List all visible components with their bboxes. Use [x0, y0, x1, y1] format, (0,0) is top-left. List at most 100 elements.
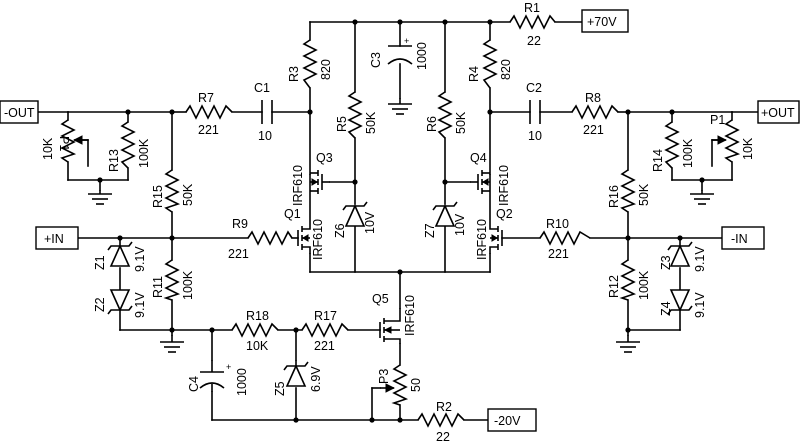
mosfet-Q5-name: Q5 — [372, 292, 389, 306]
capacitor-C4-name: C4 — [187, 376, 201, 392]
port-out-neg: -OUT — [0, 100, 39, 124]
capacitor-C3-name: C3 — [369, 52, 383, 68]
resistor-R16: R16 50K — [607, 169, 651, 213]
potentiometer-P1-left-value: 10K — [41, 137, 55, 160]
ground-symbols — [88, 98, 714, 353]
zener-Z1-name: Z1 — [93, 255, 107, 270]
zener-Z5-value: 6.9V — [309, 366, 323, 392]
potentiometer-P1-right-name: P1 — [710, 113, 725, 127]
wires — [35, 21, 761, 421]
resistor-R3-value: 820 — [319, 59, 333, 80]
resistor-R17-value: 221 — [314, 339, 335, 353]
ground-symbol — [388, 98, 412, 115]
resistor-R13: R13 100K — [107, 121, 151, 172]
zener-Z6-value: 10V — [363, 211, 377, 234]
port-in-neg-label: -IN — [731, 232, 748, 246]
junctions — [97, 19, 705, 423]
resistor-R9: R9 221 — [228, 217, 293, 261]
port-out-pos: +OUT — [757, 100, 800, 124]
resistor-R11-name: R11 — [151, 276, 165, 298]
resistor-R4-name: R4 — [467, 66, 481, 82]
resistor-R16-name: R16 — [607, 185, 621, 208]
zener-Z3-value: 9.1V — [693, 246, 707, 272]
port-vminus: -20V — [487, 408, 537, 432]
zener-Z1: Z1 9.1V — [93, 241, 147, 272]
ground-symbol — [690, 190, 714, 205]
resistor-R10: R10 221 — [539, 217, 591, 261]
zener-Z6: Z6 10V — [333, 201, 377, 238]
resistor-R2-name: R2 — [436, 400, 452, 414]
mosfet-Q1-name: Q1 — [284, 207, 301, 221]
resistor-R10-value: 221 — [548, 247, 569, 261]
resistor-R2: R2 22 — [417, 400, 465, 444]
resistor-R13-value: 100K — [137, 138, 151, 168]
resistor-R15-name: R15 — [151, 185, 165, 208]
zener-Z3: Z3 9.1V — [659, 241, 707, 272]
potentiometer-P3-value: 50 — [409, 378, 423, 392]
mosfet-Q5-type: IRF610 — [403, 295, 417, 336]
resistor-R3-name: R3 — [287, 66, 301, 82]
mosfet-Q4: Q4 IRF610 — [470, 151, 511, 206]
port-vminus-label: -20V — [494, 414, 521, 428]
potentiometer-P1-right-value: 10K — [741, 137, 755, 160]
resistor-R4: R4 820 — [467, 39, 513, 89]
resistor-R1-value: 22 — [527, 34, 541, 48]
port-vplus-label: +70V — [587, 15, 617, 29]
capacitor-C4-polarity: + — [226, 362, 231, 372]
resistor-R12-value: 100K — [637, 270, 651, 300]
resistor-R15: R15 50K — [151, 169, 195, 213]
resistor-R5-name: R5 — [335, 116, 349, 132]
resistor-R4-value: 820 — [499, 59, 513, 80]
resistor-R13-name: R13 — [107, 149, 121, 172]
resistor-R7-name: R7 — [198, 91, 214, 105]
potentiometer-P1-left: P1 10K — [41, 119, 88, 163]
resistor-R16-value: 50K — [637, 183, 651, 206]
resistor-R9-value: 221 — [228, 247, 249, 261]
zener-Z1-value: 9.1V — [133, 246, 147, 272]
zener-Z7-name: Z7 — [423, 223, 437, 238]
resistor-R14: R14 100K — [651, 121, 695, 172]
mosfet-Q2-type: IRF610 — [475, 219, 489, 260]
resistor-R18-value: 10K — [246, 339, 269, 353]
potentiometer-P3-name: P3 — [377, 369, 391, 384]
resistor-R2-value: 22 — [436, 430, 450, 444]
ground-symbol — [88, 190, 112, 205]
resistor-R6: R6 50K — [425, 91, 468, 139]
resistor-R17-name: R17 — [314, 309, 337, 323]
resistor-R14-name: R14 — [651, 149, 665, 172]
port-out-pos-label: +OUT — [761, 106, 795, 120]
zener-Z5-name: Z5 — [273, 381, 287, 396]
resistor-R5: R5 50K — [335, 91, 378, 139]
resistor-R1: R1 22 — [509, 1, 556, 48]
resistor-R15-value: 50K — [181, 183, 195, 206]
resistor-R11-value: 100K — [181, 270, 195, 300]
resistor-R8: R8 221 — [571, 91, 619, 137]
resistor-R17: R17 221 — [301, 309, 349, 353]
port-in-neg: -IN — [721, 226, 765, 250]
resistor-R1-name: R1 — [524, 1, 540, 15]
capacitor-C3: + C3 1000 — [369, 36, 429, 70]
capacitor-C1-name: C1 — [254, 81, 270, 95]
port-in-pos-label: +IN — [44, 232, 64, 246]
ground-symbol — [616, 335, 640, 353]
zener-Z3-name: Z3 — [659, 255, 673, 270]
zener-Z4-name: Z4 — [659, 301, 673, 316]
resistor-R7: R7 221 — [185, 91, 233, 137]
mosfet-Q3-type: IRF610 — [291, 165, 305, 206]
zener-Z6-name: Z6 — [333, 223, 347, 238]
mosfet-Q2-name: Q2 — [496, 207, 513, 221]
capacitor-C4-value: 1000 — [235, 368, 249, 396]
capacitor-C2-name: C2 — [526, 81, 542, 95]
capacitor-C4: + C4 1000 — [187, 360, 249, 396]
resistor-R7-value: 221 — [198, 123, 219, 137]
potentiometer-P1-left-name: P1 — [57, 136, 71, 151]
port-vplus: +70V — [581, 9, 629, 33]
capacitor-C3-polarity: + — [404, 36, 409, 46]
mosfet-Q1-type: IRF610 — [311, 219, 325, 260]
resistor-R3: R3 820 — [287, 39, 333, 89]
zener-Z2: Z2 9.1V — [93, 289, 147, 318]
port-in-pos: +IN — [35, 226, 79, 250]
resistor-R18-name: R18 — [246, 309, 269, 323]
resistor-R12: R12 100K — [607, 259, 651, 301]
